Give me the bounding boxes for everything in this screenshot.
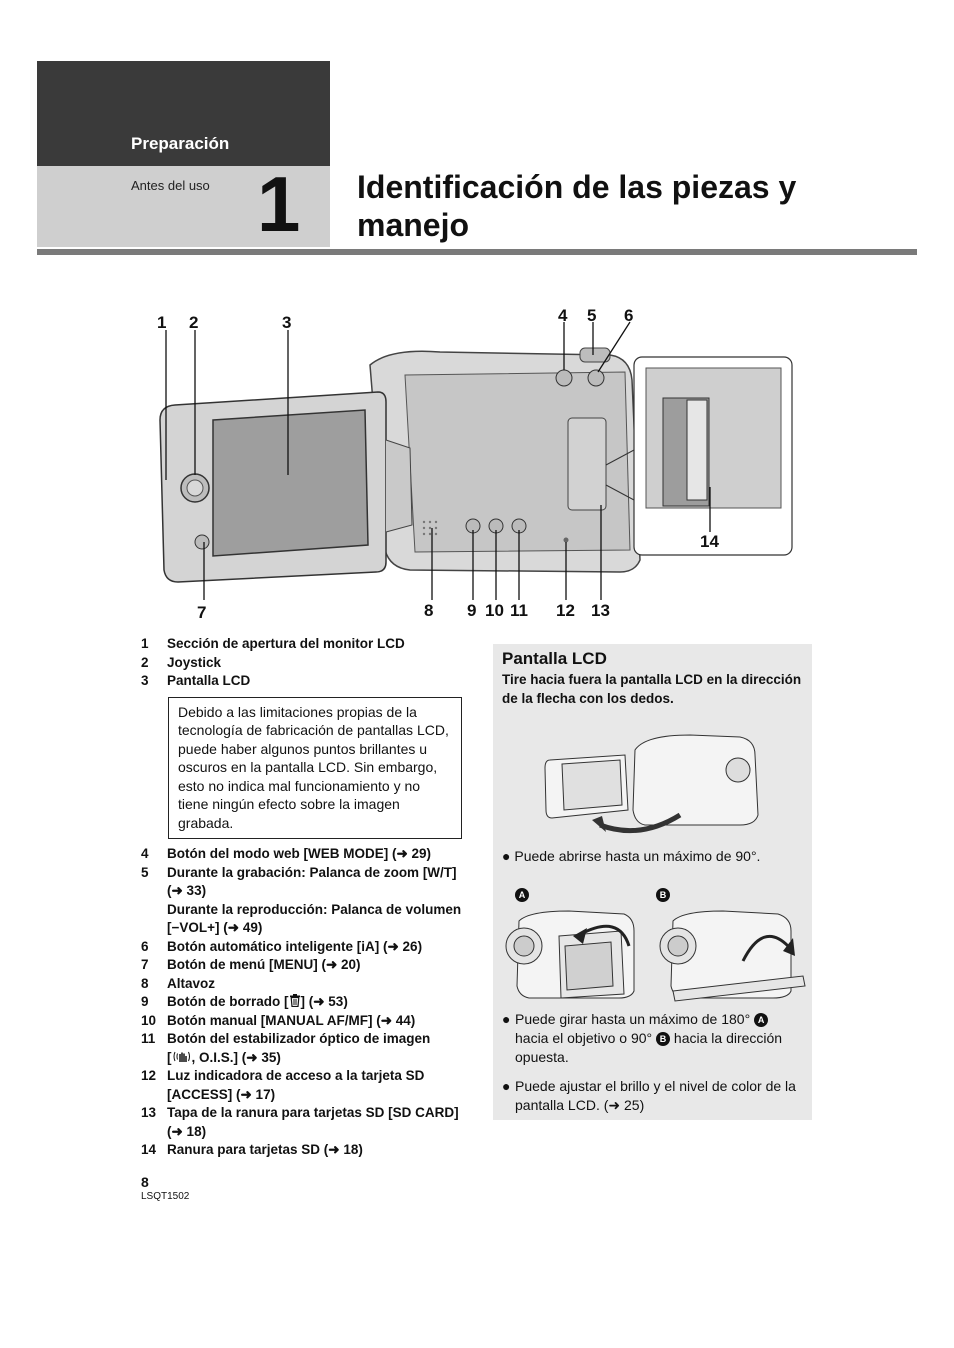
callout-2: 2	[189, 313, 199, 332]
page-number: 8	[141, 1174, 149, 1190]
callout-10: 10	[485, 601, 504, 620]
model-code: LSQT1502	[141, 1191, 190, 1202]
label-b-badge: B	[656, 888, 670, 902]
callout-14: 14	[700, 532, 719, 551]
section-header: Preparación	[37, 61, 330, 166]
trash-icon	[289, 994, 300, 1008]
lcd-rotate-180-figure	[505, 910, 635, 999]
list-item: Durante la reproducción: Palanca de volu…	[167, 901, 462, 936]
panel-bullet-1: ● Puede abrirse hasta un máximo de 90°.	[502, 848, 761, 864]
callout-6: 6	[624, 306, 634, 325]
subsection-title: Antes del uso	[131, 178, 210, 193]
callout-3: 3	[282, 313, 292, 332]
list-item: 11 Botón del estabilizador óptico de ima…	[141, 1031, 431, 1065]
camera-illustration	[159, 321, 793, 600]
callout-9: 9	[467, 601, 477, 620]
callout-7: 7	[197, 603, 207, 622]
title-divider	[37, 249, 917, 255]
subsection-header: Antes del uso 1	[37, 160, 330, 248]
lcd-rotate-90-figure	[659, 910, 806, 1002]
label-a-badge: A	[515, 888, 529, 902]
panel-lead: Tire hacia fuera la pantalla LCD en la d…	[502, 672, 802, 706]
lcd-panel-box: Pantalla LCD Tire hacia fuera la pantall…	[493, 644, 812, 1120]
callout-8: 8	[424, 601, 434, 620]
camera-diagram: 1 2 3 4 5 6 7 8 9 10 11 12 13 14	[140, 300, 810, 630]
list-item: 9 Botón de borrado [] (➜ 53)	[141, 994, 348, 1009]
callout-13: 13	[591, 601, 610, 620]
section-title: Preparación	[131, 134, 230, 153]
stabilizer-hand-icon	[173, 1051, 190, 1062]
callout-5: 5	[587, 306, 597, 325]
callout-11: 11	[510, 601, 528, 620]
lcd-note-box: Debido a las limitaciones propias de la …	[168, 696, 462, 839]
callout-12: 12	[556, 601, 575, 620]
list-item: ● Puede girar hasta un máximo de 180° A …	[502, 1011, 783, 1065]
panel-title: Pantalla LCD	[502, 649, 607, 668]
chapter-number: 1	[257, 160, 301, 248]
callout-1: 1	[157, 313, 167, 332]
label-a-badge: A	[754, 1013, 769, 1027]
lcd-open-figure	[544, 734, 759, 834]
page-title: Identificación de las piezas y manejo	[357, 169, 797, 243]
list-item: ● Puede ajustar el brillo y el nivel de …	[502, 1078, 796, 1113]
label-b-badge: B	[656, 1032, 671, 1046]
panel-bullet-list: ● Puede girar hasta un máximo de 180° A …	[502, 1010, 802, 1125]
callout-4: 4	[558, 306, 568, 325]
